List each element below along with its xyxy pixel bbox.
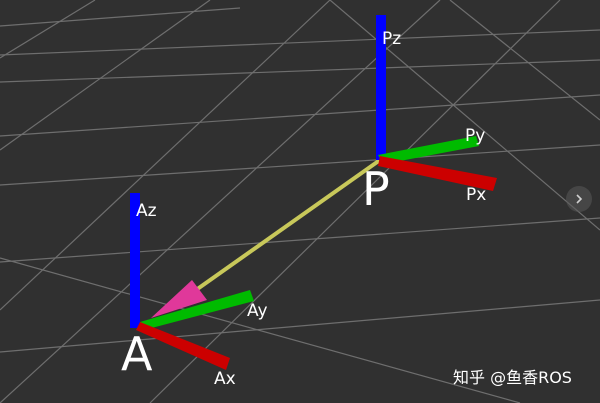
p-z-label: Pz [382,29,401,49]
p-x-axis [378,156,497,191]
a-frame-label: A [121,327,153,381]
p-frame-label: P [362,162,390,216]
frame-p: Pz Py Px P [362,15,497,216]
a-x-axis [136,322,230,370]
p-y-label: Py [465,126,485,146]
watermark: 知乎 @鱼香ROS [453,368,572,387]
p-z-axis [376,15,386,160]
frame-a: Az Ay Ax A [121,193,268,389]
a-x-label: Ax [214,369,236,389]
p-x-label: Px [466,185,486,205]
chevron-right-icon [576,194,583,204]
p-y-axis [378,136,479,164]
a-z-label: Az [136,201,157,221]
a-y-axis [140,290,254,330]
a-z-axis [130,193,140,328]
a-y-label: Ay [247,301,268,321]
transform-arrow [151,158,382,318]
arrow-head [151,280,207,318]
arrow-shaft [194,158,382,292]
next-button[interactable] [566,186,592,212]
